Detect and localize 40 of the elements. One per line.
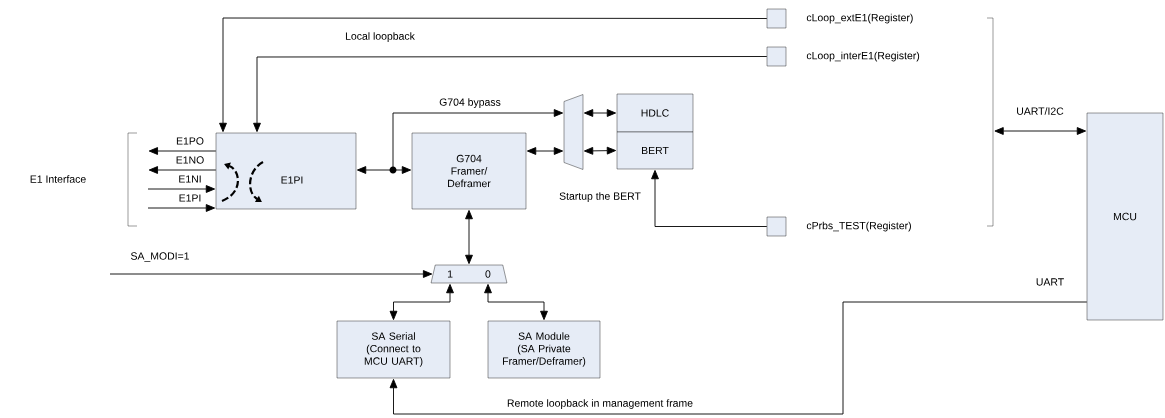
- edge-label: E1PI: [177, 193, 203, 203]
- arrow: [389, 301, 1088, 415]
- edge-label: Startup the BERT: [558, 191, 642, 203]
- text-label: E1 Interface: [30, 175, 86, 183]
- multiplexer-shape: [563, 94, 584, 170]
- register-label: cLoop_extE1(Register): [806, 13, 913, 24]
- arrow: [219, 17, 768, 133]
- arrow: [147, 185, 216, 193]
- edge-label: E1PO: [175, 136, 205, 146]
- edge-label: UART/I2C: [1015, 106, 1065, 116]
- framer-box: G704 Framer/ Deframer: [411, 132, 527, 210]
- arrow: [465, 209, 473, 265]
- arrow: [994, 127, 1087, 135]
- edge-label: SA_MODI=1: [129, 251, 191, 263]
- arrow: [583, 109, 617, 117]
- edge-label: Remote loopback in management frame: [505, 398, 695, 410]
- arrow: [651, 169, 768, 227]
- process-box: SA Serial (Connect to MCU UART): [336, 320, 451, 379]
- arrow: [148, 166, 217, 174]
- arrow: [147, 204, 216, 212]
- mcu-box: MCU: [1086, 112, 1164, 321]
- arrow: [484, 283, 548, 321]
- edge-label: E1NO: [174, 155, 206, 165]
- arrow: [389, 283, 454, 321]
- register-label: cPrbs_TEST(Register): [806, 221, 911, 232]
- process-box: BERT: [616, 131, 694, 170]
- text-label: Local loopback: [345, 32, 415, 42]
- arrow: [253, 56, 768, 133]
- process-box: SA Module (SA Private Framer/Deframer): [487, 320, 601, 379]
- edge-label: G704 bypass: [438, 97, 502, 109]
- arrow: [583, 146, 617, 155]
- arrow: [109, 270, 433, 278]
- interface-block: E1PI: [215, 132, 357, 210]
- register-label: cLoop_interE1(Register): [806, 51, 920, 62]
- bus-bar: [986, 17, 994, 227]
- process-box: HDLC: [616, 93, 694, 133]
- arrow: [148, 147, 217, 155]
- text-label: UART: [1036, 278, 1064, 286]
- edge-label: E1NI: [177, 174, 203, 184]
- arrow: [526, 147, 564, 155]
